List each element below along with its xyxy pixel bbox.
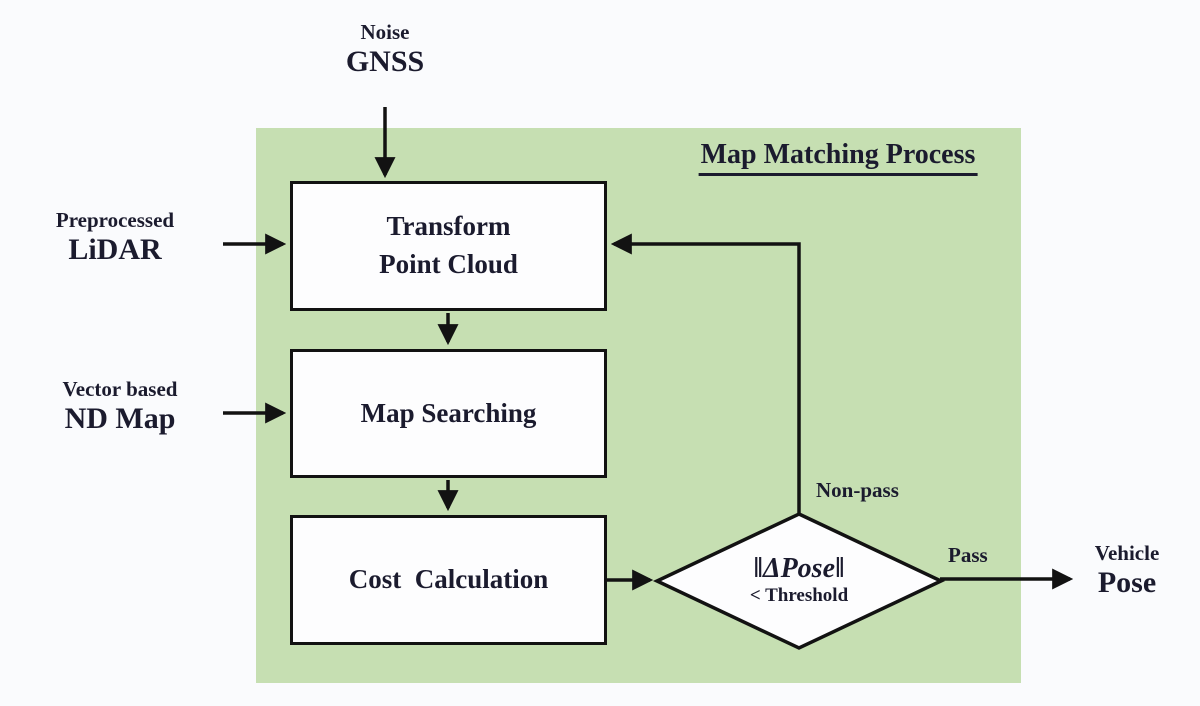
lidar-label-bottom: LiDAR <box>68 233 162 267</box>
input-label-gnss: Noise GNSS <box>346 20 424 80</box>
cost-calculation-box-label: Cost Calculation <box>348 564 549 595</box>
branch-label-non-pass: Non-pass <box>816 478 899 502</box>
map-searching-box-label: Map Searching <box>360 397 537 428</box>
gnss-label-bottom: GNSS <box>345 45 425 79</box>
input-label-ndmap: Vector based ND Map <box>63 377 178 437</box>
decision-diamond <box>652 512 946 650</box>
process-box-map-searching: Map Searching <box>290 349 607 478</box>
decision-expression: ‖ΔPose‖ <box>753 553 845 585</box>
process-box-transform-point-cloud: Transform Point Cloud <box>290 181 607 311</box>
arrow-nonpass-feedback <box>610 233 801 515</box>
decision-label: ‖ΔPose‖ < Threshold <box>749 553 849 608</box>
transform-box-line2: Point Cloud <box>379 249 518 279</box>
ndmap-label-top: Vector based <box>62 377 178 401</box>
branch-label-pass: Pass <box>948 543 988 567</box>
transform-box-line1: Transform <box>386 211 511 242</box>
decision-condition: < Threshold <box>749 585 849 606</box>
vehicle-label-top: Vehicle <box>1094 541 1160 565</box>
input-label-lidar: Preprocessed LiDAR <box>56 208 174 268</box>
vehicle-label-bottom: Pose <box>1097 566 1157 600</box>
output-label-vehicle-pose: Vehicle Pose <box>1095 541 1160 601</box>
ndmap-label-bottom: ND Map <box>64 402 176 436</box>
panel-title: Map Matching Process <box>698 139 978 176</box>
lidar-label-top: Preprocessed <box>55 208 175 232</box>
process-box-cost-calculation: Cost Calculation <box>290 515 607 645</box>
gnss-label-top: Noise <box>360 20 410 44</box>
